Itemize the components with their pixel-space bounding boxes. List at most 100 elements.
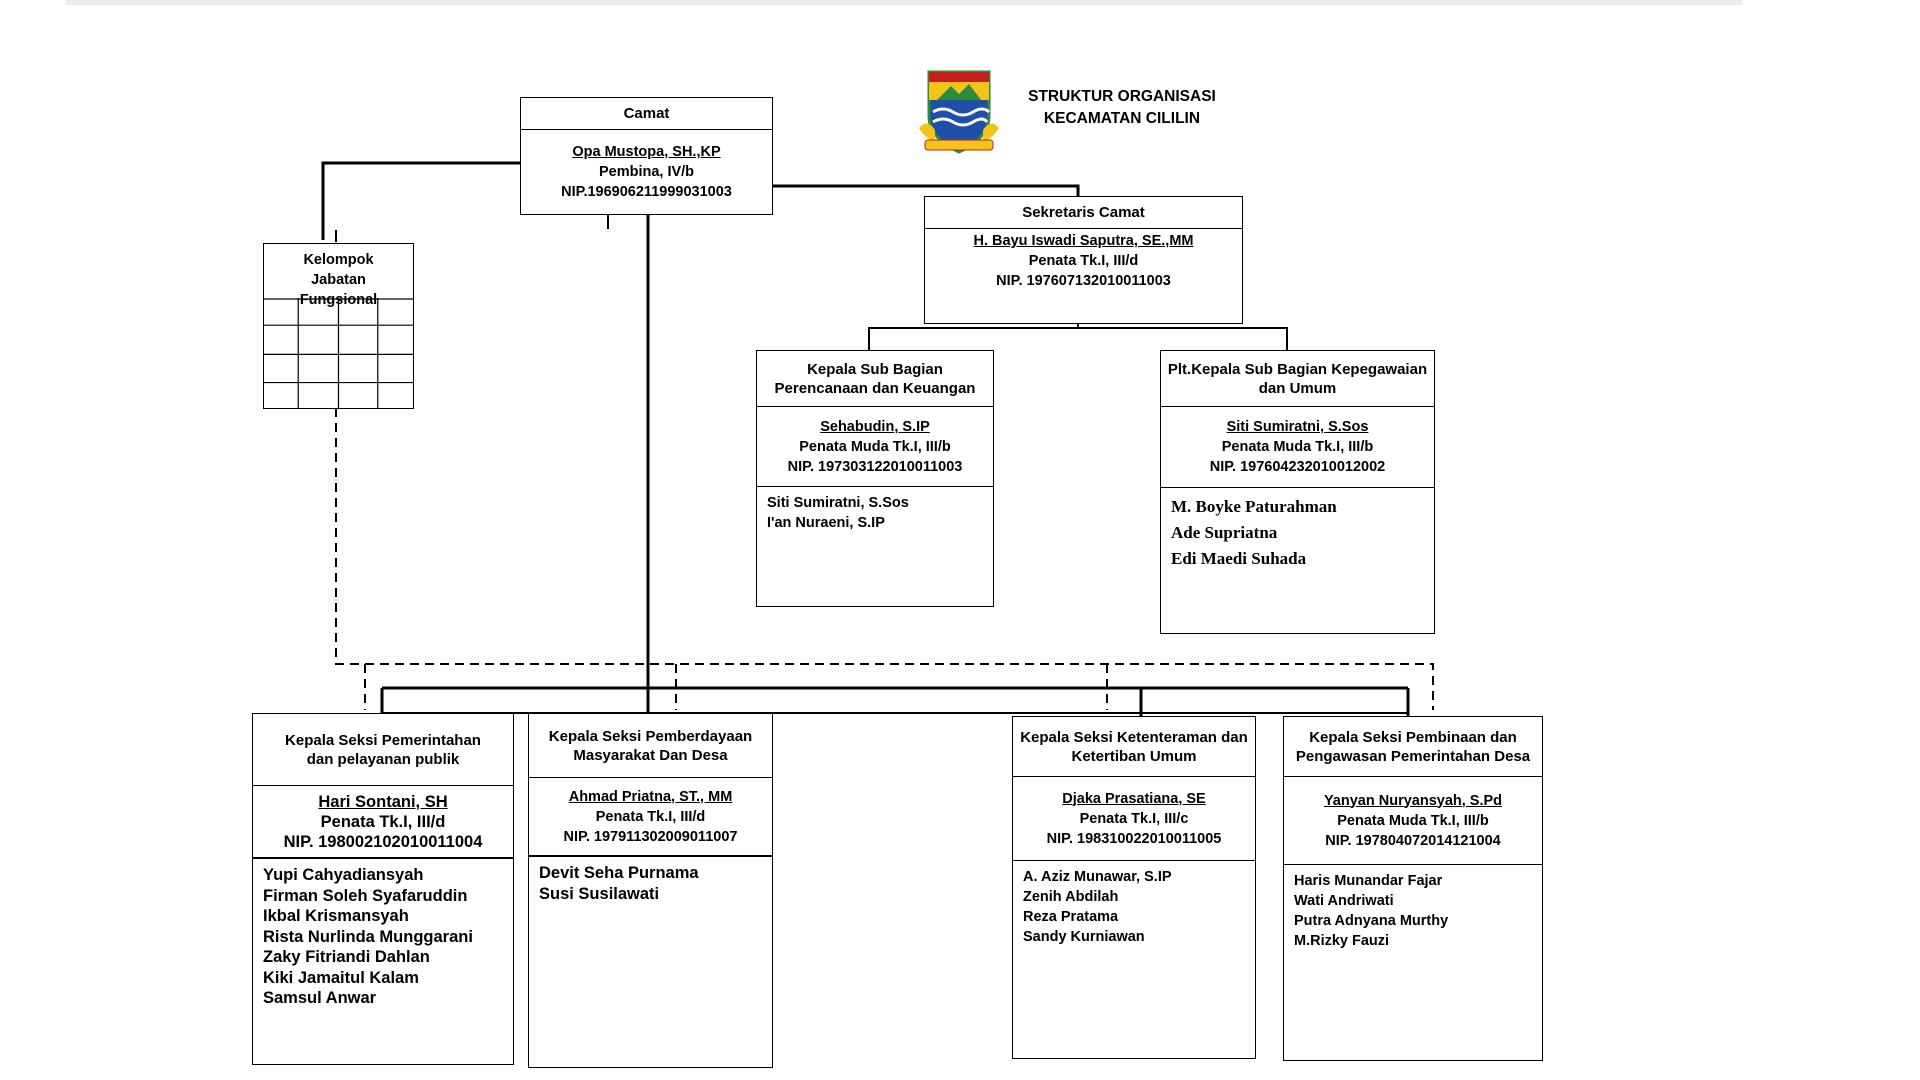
subbag-perencanaan-box: Kepala Sub Bagian Perencanaan dan Keuang… — [756, 350, 994, 607]
line-sekcam-subbag — [868, 323, 1288, 350]
staff-item: Samsul Anwar — [263, 989, 377, 1007]
seksi-pembinaan-info-section: Yanyan Nuryansyah, S.Pd Penata Muda Tk.I… — [1284, 777, 1542, 865]
staff-item: Putra Adnyana Murthy — [1294, 913, 1449, 929]
sekcam-info-section: H. Bayu Iswadi Saputra, SE.,MM Penata Tk… — [925, 229, 1242, 323]
staff-item: Wati Andriwati — [1294, 893, 1394, 909]
staff-item: Sandy Kurniawan — [1023, 929, 1145, 945]
seksi-pemerintahan-role-2: dan pelayanan publik — [306, 750, 460, 768]
kabupaten-bandung-barat-logo — [919, 70, 999, 154]
camat-nip: NIP.196906211999031003 — [561, 184, 732, 200]
seksi-ketenteraman-name: Djaka Prasatiana, SE — [1062, 790, 1206, 807]
seksi-pemerintahan-nip: NIP. 198002102010011004 — [283, 832, 483, 851]
subbag-perencanaan-rank: Penata Muda Tk.I, III/b — [799, 438, 951, 455]
subbag-kepegawaian-role-2: dan Umum — [1258, 379, 1337, 397]
staff-item: Kiki Jamaitul Kalam — [263, 968, 419, 987]
kelompok-line-3: Fungsional — [299, 292, 378, 308]
subbag-kepegawaian-rank: Penata Muda Tk.I, III/b — [1221, 439, 1374, 455]
subbag-perencanaan-info-section: Sehabudin, S.IP Penata Muda Tk.I, III/b … — [757, 407, 993, 487]
seksi-pemberdayaan-role-2: Masyarakat Dan Desa — [573, 746, 728, 764]
subbag-kepegawaian-nip: NIP. 197604232010012002 — [1209, 459, 1386, 475]
seksi-pemerintahan-box: Kepala Seksi Pemerintahan dan pelayanan … — [252, 713, 514, 1065]
chart-title: STRUKTUR ORGANISASI KECAMATAN CILILIN — [1002, 86, 1242, 130]
kelompok-fungsional-label: Kelompok Jabatan Fungsional — [264, 250, 413, 310]
staff-item: I'an Nuraeni, S.IP — [767, 515, 885, 531]
sekcam-rank: Penata Tk.I, III/d — [1028, 253, 1139, 269]
staff-item: Ade Supriatna — [1171, 523, 1278, 542]
line-camat-sekcam — [773, 184, 1080, 196]
subbag-kepegawaian-box: Plt.Kepala Sub Bagian Kepegawaian dan Um… — [1160, 350, 1435, 634]
title-line-2: KECAMATAN CILILIN — [1043, 110, 1201, 127]
line-camat-kelompok — [321, 161, 520, 240]
kelompok-fungsional-box: Kelompok Jabatan Fungsional — [263, 243, 414, 409]
seksi-pemerintahan-name: Hari Sontani, SH — [318, 792, 448, 811]
staff-item: Ikbal Krismansyah — [263, 907, 409, 925]
seksi-ketenteraman-nip: NIP. 198310022010011005 — [1046, 830, 1222, 847]
staff-item: Firman Soleh Syafaruddin — [263, 886, 468, 905]
staff-item: A. Aziz Munawar, S.IP — [1023, 869, 1172, 885]
staff-item: Zaky Fitriandi Dahlan — [263, 948, 430, 966]
subbag-kepegawaian-info-section: Siti Sumiratni, S.Sos Penata Muda Tk.I, … — [1161, 407, 1434, 488]
seksi-pembinaan-box: Kepala Seksi Pembinaan dan Pengawasan Pe… — [1283, 716, 1543, 1061]
staff-item: Haris Munandar Fajar — [1294, 873, 1443, 889]
seksi-pemberdayaan-role-1: Kepala Seksi Pemberdayaan — [548, 727, 753, 745]
subbag-kepegawaian-name: Siti Sumiratni, S.Sos — [1226, 419, 1369, 435]
seksi-pembinaan-role-1: Kepala Seksi Pembinaan dan — [1309, 728, 1517, 746]
kelompok-line-1: Kelompok — [303, 252, 374, 268]
subbag-kepegawaian-role-1: Plt.Kepala Sub Bagian Kepegawaian — [1167, 360, 1428, 378]
camat-info-section: Opa Mustopa, SH.,KP Pembina, IV/b NIP.19… — [521, 130, 772, 214]
seksi-ketenteraman-role-2: Ketertiban Umum — [1071, 747, 1197, 765]
seksi-pembinaan-role-section: Kepala Seksi Pembinaan dan Pengawasan Pe… — [1284, 717, 1542, 777]
title-line-1: STRUKTUR ORGANISASI — [1028, 88, 1216, 105]
sekcam-role-section: Sekretaris Camat — [925, 197, 1242, 229]
subbag-perencanaan-role-2: Perencanaan dan Keuangan — [774, 379, 976, 397]
top-edge-bar — [66, 0, 1742, 5]
staff-item: Reza Pratama — [1023, 909, 1119, 925]
camat-role-section: Camat — [521, 98, 772, 130]
seksi-pemerintahan-staff: Yupi Cahyadiansyah Firman Soleh Syafarud… — [253, 858, 513, 1064]
seksi-pemberdayaan-nip: NIP. 197911302009011007 — [563, 828, 738, 845]
seksi-pemberdayaan-info-section: Ahmad Priatna, ST., MM Penata Tk.I, III/… — [529, 778, 772, 856]
subbag-perencanaan-role-1: Kepala Sub Bagian — [807, 360, 943, 378]
seksi-ketenteraman-staff: A. Aziz Munawar, S.IP Zenih Abdilah Reza… — [1013, 861, 1255, 1058]
subbag-perencanaan-nip: NIP. 197303122010011003 — [787, 458, 963, 475]
seksi-pemerintahan-role-1: Kepala Seksi Pemerintahan — [285, 731, 481, 749]
seksi-pembinaan-nip: NIP. 197804072014121004 — [1325, 832, 1501, 849]
subbag-perencanaan-role-section: Kepala Sub Bagian Perencanaan dan Keuang… — [757, 351, 993, 407]
seksi-ketenteraman-info-section: Djaka Prasatiana, SE Penata Tk.I, III/c … — [1013, 777, 1255, 861]
sekcam-role: Sekretaris Camat — [1022, 204, 1145, 221]
staff-item: Yupi Cahyadiansyah — [263, 866, 424, 884]
seksi-pemerintahan-rank: Penata Tk.I, III/d — [320, 812, 446, 831]
staff-item: Devit Seha Purnama — [539, 864, 699, 882]
seksi-ketenteraman-role-section: Kepala Seksi Ketenteraman dan Ketertiban… — [1013, 717, 1255, 777]
camat-name: Opa Mustopa, SH.,KP — [572, 144, 721, 160]
subbag-perencanaan-name: Sehabudin, S.IP — [820, 418, 930, 435]
camat-box: Camat Opa Mustopa, SH.,KP Pembina, IV/b … — [520, 97, 773, 215]
seksi-pembinaan-role-2: Pengawasan Pemerintahan Desa — [1295, 747, 1531, 765]
line-fungsional-dashed — [335, 408, 1434, 710]
seksi-ketenteraman-role-1: Kepala Seksi Ketenteraman dan — [1020, 728, 1248, 746]
seksi-pemerintahan-info-section: Hari Sontani, SH Penata Tk.I, III/d NIP.… — [253, 786, 513, 858]
seksi-pemberdayaan-staff: Devit Seha Purnama Susi Susilawati — [529, 856, 772, 1067]
camat-role: Camat — [623, 105, 670, 122]
staff-item: Rista Nurlinda Munggarani — [263, 927, 473, 946]
subbag-kepegawaian-staff: M. Boyke Paturahman Ade Supriatna Edi Ma… — [1161, 488, 1434, 633]
sekcam-box: Sekretaris Camat H. Bayu Iswadi Saputra,… — [924, 196, 1243, 324]
seksi-pemberdayaan-role-section: Kepala Seksi Pemberdayaan Masyarakat Dan… — [529, 714, 772, 778]
seksi-pemerintahan-role-section: Kepala Seksi Pemerintahan dan pelayanan … — [253, 714, 513, 786]
seksi-pembinaan-rank: Penata Muda Tk.I, III/b — [1337, 812, 1489, 829]
seksi-pemberdayaan-rank: Penata Tk.I, III/d — [595, 808, 706, 825]
camat-rank: Pembina, IV/b — [598, 164, 695, 180]
kelompok-line-2: Jabatan — [311, 272, 366, 288]
staff-item: Siti Sumiratni, S.Sos — [767, 495, 909, 511]
seksi-pembinaan-staff: Haris Munandar Fajar Wati Andriwati Putr… — [1284, 865, 1542, 1060]
staff-item: Edi Maedi Suhada — [1171, 549, 1307, 568]
seksi-ketenteraman-rank: Penata Tk.I, III/c — [1079, 810, 1189, 827]
staff-item: Susi Susilawati — [539, 884, 660, 903]
seksi-pemberdayaan-name: Ahmad Priatna, ST., MM — [568, 788, 733, 805]
sekcam-nip: NIP. 197607132010011003 — [996, 273, 1171, 289]
staff-item: M.Rizky Fauzi — [1294, 933, 1390, 949]
seksi-pembinaan-name: Yanyan Nuryansyah, S.Pd — [1323, 792, 1503, 809]
sekcam-name: H. Bayu Iswadi Saputra, SE.,MM — [973, 233, 1194, 249]
staff-item: M. Boyke Paturahman — [1171, 497, 1337, 516]
subbag-perencanaan-staff: Siti Sumiratni, S.Sos I'an Nuraeni, S.IP — [757, 487, 993, 606]
